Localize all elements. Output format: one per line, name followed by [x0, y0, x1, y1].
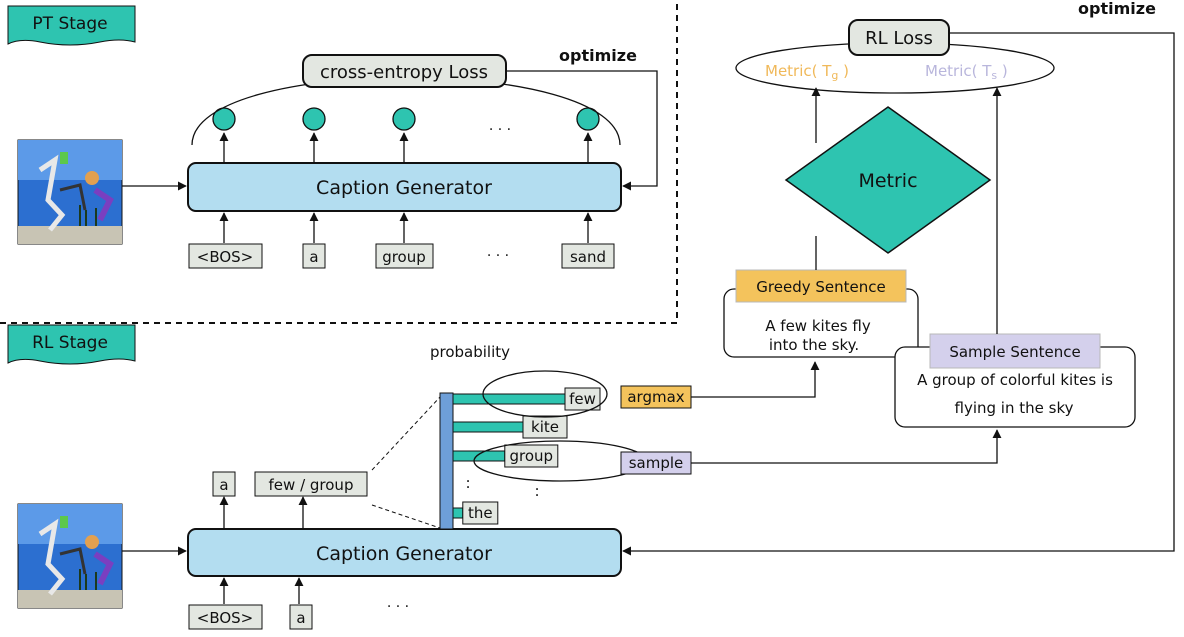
vocab-prob-bar	[452, 393, 566, 405]
metric-diamond	[784, 106, 992, 254]
sample-sentence-title: Sample Sentence	[949, 343, 1080, 361]
metric-greedy-prefix: Metric( T	[765, 62, 832, 80]
sample-sentence-line: A group of colorful kites is	[917, 371, 1113, 389]
pt-loss-label: cross-entropy Loss	[320, 62, 488, 83]
vocab-word-label: kite	[531, 418, 559, 436]
metric-sample: Metric( Ts )	[925, 62, 1008, 82]
sample-sentence-line: flying in the sky	[955, 399, 1074, 417]
vocab-word-box	[462, 501, 499, 525]
argmax-selection-ellipse	[482, 370, 608, 418]
sample-label: sample	[629, 454, 684, 472]
argmax-label: argmax	[627, 388, 684, 406]
sample-sentence-header	[929, 333, 1101, 369]
vocab-word-label: the	[468, 504, 493, 522]
metric-sample-sub: s	[991, 69, 997, 82]
metric-sample-close: )	[997, 62, 1008, 80]
pt-token-box	[561, 243, 615, 269]
pt-token-box	[302, 243, 326, 269]
vocab-prob-bar	[452, 421, 524, 433]
pt-optimize-label: optimize	[559, 46, 637, 65]
pt-token: <BOS>	[197, 248, 254, 266]
vocab-word-label: few	[569, 390, 596, 408]
rl-token-box	[188, 604, 263, 630]
pt-output-node	[302, 107, 326, 131]
rl-stage: RL Stage Caption Generator <BOS> a . . .	[7, 0, 1175, 630]
sample-arrow	[691, 429, 1002, 464]
vocab-word-box	[522, 415, 568, 439]
rl-stage-tag: RL Stage	[32, 333, 108, 353]
pt-input-image	[17, 139, 123, 245]
vocab-axis-bar	[439, 392, 454, 530]
rl-output-token-box	[212, 471, 236, 497]
rl-output-token-box	[254, 471, 368, 497]
greedy-sentence-line: A few kites fly	[765, 317, 871, 335]
pt-stage-tag-shape	[7, 5, 136, 46]
probability-label: probability	[430, 343, 510, 361]
rl-token: a	[296, 609, 305, 627]
rl-output-token: few / group	[269, 476, 354, 494]
pt-token: a	[309, 248, 318, 266]
pt-stage: PT Stage Caption Generator . . .	[0, 0, 678, 324]
pt-output-node	[392, 107, 416, 131]
metric-sample-prefix: Metric( T	[925, 62, 992, 80]
vocab-ellipsis: :	[534, 482, 539, 500]
vocab-word-label: group	[510, 447, 554, 465]
rl-optimize-label: optimize	[1078, 0, 1156, 18]
vocab-word-box	[564, 387, 601, 411]
rl-output-token: a	[219, 476, 228, 494]
pt-token: sand	[570, 248, 606, 266]
pt-generator-label: Caption Generator	[316, 177, 492, 199]
metric-label: Metric	[858, 170, 917, 192]
pt-input-ellipsis: . . .	[487, 244, 509, 260]
rl-input-ellipsis: . . .	[387, 595, 409, 611]
pt-optimize-arrow	[506, 70, 658, 191]
pt-output-ellipsis: . . .	[489, 118, 511, 134]
rl-token: <BOS>	[197, 609, 254, 627]
metric-greedy-sub: g	[831, 69, 838, 82]
vocab-prob-bar	[452, 507, 464, 519]
pt-token-box	[375, 243, 434, 269]
greedy-sentence-title: Greedy Sentence	[756, 278, 885, 296]
vocab-ellipsis: :	[465, 474, 470, 492]
rl-loss-label: RL Loss	[865, 28, 933, 49]
zoom-line	[371, 504, 441, 529]
greedy-sentence-header	[735, 269, 907, 303]
argmax-arrow	[691, 361, 820, 398]
vocab-prob-bar	[452, 450, 506, 462]
greedy-sentence-line: into the sky.	[769, 336, 859, 354]
pt-token-box	[188, 243, 263, 269]
pt-stage-boundary	[0, 0, 678, 324]
pt-token: group	[382, 248, 426, 266]
rl-input-image	[17, 503, 123, 609]
rl-caption-generator	[187, 528, 622, 577]
rl-optimize-arrow	[622, 32, 1175, 556]
rl-loss-box	[848, 19, 950, 56]
zoom-line	[371, 396, 441, 471]
rl-generator-label: Caption Generator	[316, 543, 492, 565]
pt-stage-tag: PT Stage	[32, 14, 107, 34]
metric-greedy: Metric( Tg )	[765, 62, 849, 82]
rl-token-box	[289, 604, 313, 630]
metric-greedy-close: )	[838, 62, 849, 80]
rl-stage-tag-shape	[7, 324, 136, 365]
vocab-word-box	[504, 444, 559, 468]
